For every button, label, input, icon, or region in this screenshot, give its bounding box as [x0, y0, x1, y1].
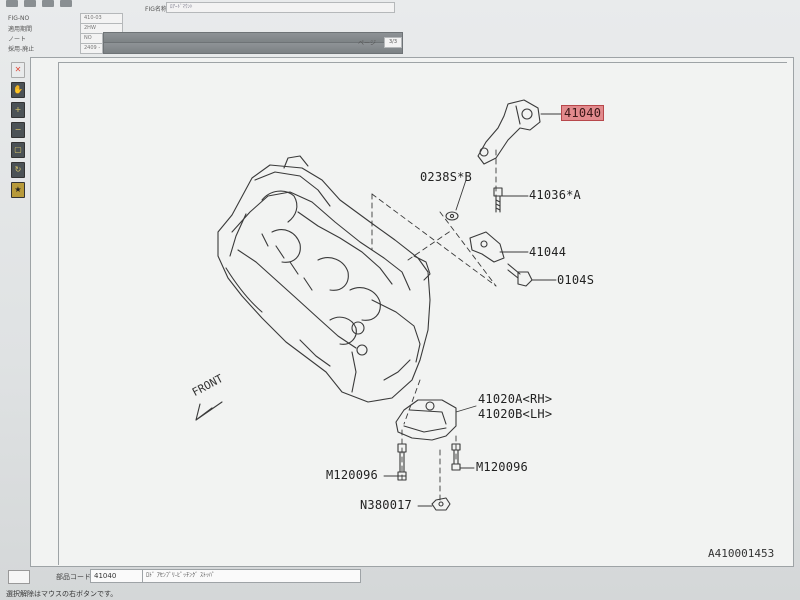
bolt-m120096-left: [397, 443, 407, 481]
nut-n380017: [431, 497, 451, 511]
leader-lines: [383, 113, 562, 507]
illustration-number: A410001453: [708, 547, 775, 560]
period-label: 適用期間: [8, 25, 33, 33]
callout-m120096-left[interactable]: M120096: [326, 468, 378, 482]
engine-mount: [395, 399, 457, 441]
date-label: 採用-廃止: [8, 45, 35, 53]
fig-name-label: FIG名称: [145, 6, 167, 13]
callout-41020a[interactable]: 41020A<RH>: [478, 392, 553, 406]
tool-strip: ✕ ✋ + − ▢ ↻ ★: [8, 62, 28, 198]
rotate-icon[interactable]: ↻: [11, 162, 25, 178]
bolt-m120096-right: [451, 443, 461, 471]
engine-block: [217, 155, 431, 403]
page-value: 3/3: [384, 37, 402, 48]
fig-name-value: ﾛｱｰﾄﾞﾏｳﾝﾄ: [166, 2, 395, 13]
note-row: ノート NO: [0, 32, 403, 44]
hand-icon[interactable]: ✋: [11, 82, 25, 98]
callout-41040[interactable]: 41040: [561, 105, 605, 121]
callout-41044[interactable]: 41044: [529, 245, 567, 259]
part-name-field[interactable]: ﾛﾄﾞ ｱｾﾝﾌﾞﾘ-ﾋﾟｯﾁﾝｸﾞ ｽﾄｯﾊﾟ: [142, 569, 361, 583]
close-icon[interactable]: ✕: [11, 62, 25, 78]
highlight-icon[interactable]: ★: [11, 182, 25, 198]
guide-lines: [371, 149, 497, 501]
part-code-field[interactable]: 41040: [90, 569, 143, 583]
page-label: ページ: [358, 40, 376, 47]
date-bar: [103, 42, 403, 54]
bracket-41044: [469, 231, 505, 263]
status-bar: 選択解除はマウスの右ボタンです。: [6, 590, 118, 598]
drawing-panel[interactable]: [30, 57, 794, 567]
back-icon[interactable]: [42, 0, 54, 7]
zoom-in-icon[interactable]: +: [11, 102, 25, 118]
callout-m120096-right[interactable]: M120096: [476, 460, 528, 474]
fit-icon[interactable]: ▢: [11, 142, 25, 158]
date-value: 2409 -: [80, 42, 103, 54]
print-icon[interactable]: [6, 0, 18, 7]
pitching-stopper-rod: [477, 99, 541, 165]
zoom-out-icon[interactable]: −: [11, 122, 25, 138]
washer: [445, 211, 459, 221]
callout-n380017[interactable]: N380017: [360, 498, 412, 512]
callout-0104s[interactable]: 0104S: [557, 273, 595, 287]
save-icon[interactable]: [24, 0, 36, 7]
date-row: 採用-廃止 2409 -: [0, 42, 403, 54]
callout-0238s[interactable]: 0238S*B: [420, 170, 472, 184]
front-arrow-icon: [195, 401, 223, 421]
note-label: ノート: [8, 35, 27, 43]
callout-41020b[interactable]: 41020B<LH>: [478, 407, 553, 421]
bolt-41036: [493, 187, 503, 213]
callout-41036[interactable]: 41036*A: [529, 188, 581, 202]
fig-no-label: FIG-NO: [8, 14, 30, 22]
part-code-label: 部品コード: [56, 573, 91, 581]
bolt-0104s: [507, 263, 533, 287]
drawing-frame: [58, 62, 787, 565]
toolbar: [0, 0, 156, 8]
forward-icon[interactable]: [60, 0, 72, 7]
quantity-field[interactable]: [8, 570, 30, 584]
part-code-bar: 部品コード 41040 ﾛﾄﾞ ｱｾﾝﾌﾞﾘ-ﾋﾟｯﾁﾝｸﾞ ｽﾄｯﾊﾟ: [0, 566, 800, 586]
